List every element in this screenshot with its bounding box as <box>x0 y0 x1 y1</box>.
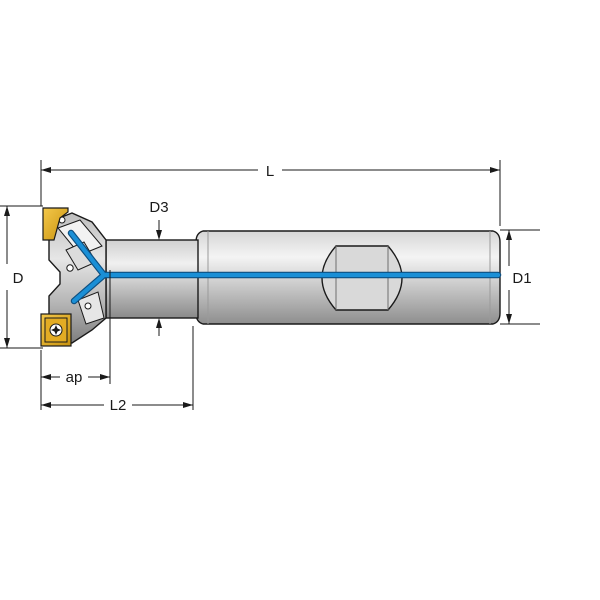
dimension-ap: ap <box>40 270 111 410</box>
coolant-channel <box>67 229 502 305</box>
cutter-head <box>48 212 107 344</box>
neck <box>105 239 199 319</box>
label-D1: D1 <box>512 270 531 287</box>
label-L2: L2 <box>110 397 127 414</box>
dimension-L: L <box>40 160 501 226</box>
insert-bottom <box>40 313 72 347</box>
screw-hole-side <box>66 264 74 272</box>
dimension-L2: L2 <box>41 326 194 414</box>
dimension-D3: D3 <box>149 199 169 336</box>
dimension-D1: D1 <box>500 229 540 325</box>
label-L: L <box>266 163 274 180</box>
dimension-D: D <box>0 205 43 349</box>
screw-hole-bottom <box>84 302 92 310</box>
label-D3: D3 <box>149 199 168 216</box>
label-ap: ap <box>66 369 83 386</box>
label-D: D <box>13 270 24 287</box>
insert-top <box>42 207 69 241</box>
